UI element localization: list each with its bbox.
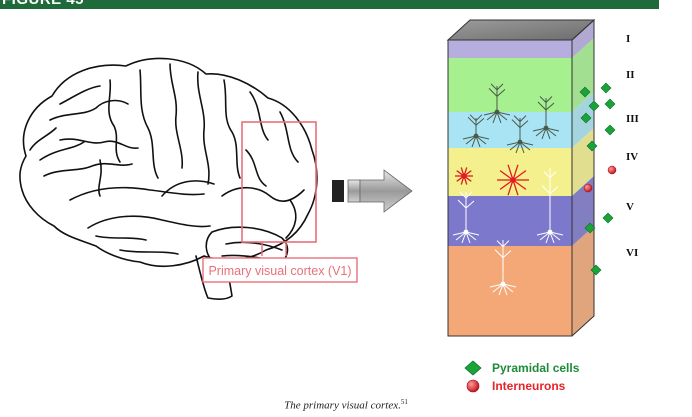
caption-reference: 51	[400, 398, 408, 406]
layer-I-front	[448, 40, 572, 58]
neuron-sketch	[483, 83, 511, 124]
legend-interneuron-label: Interneurons	[492, 379, 566, 393]
interneuron-icon	[466, 379, 480, 393]
figure-title: FIGURE 45	[2, 0, 84, 8]
brain-temporal-fissure	[69, 186, 205, 201]
neuron-sketch	[506, 115, 534, 154]
pyramidal-cell-marker	[600, 82, 612, 94]
pyramidal-cell-marker	[604, 98, 616, 110]
v1-callout-bracket	[261, 242, 287, 256]
layer-label-IV: IV	[626, 151, 638, 163]
layer-label-III: III	[626, 113, 639, 125]
layer-II-front	[448, 58, 572, 112]
interneuron-marker	[607, 165, 617, 175]
arrow-icon	[332, 169, 413, 213]
interneuron-sketch	[497, 164, 529, 196]
layer-label-II: II	[626, 69, 635, 81]
cortical-column	[446, 18, 617, 337]
interneuron-marker	[583, 183, 593, 193]
pyramidal-cell-marker	[588, 100, 600, 112]
v1-label-box	[202, 257, 358, 283]
neuron-sketch	[462, 114, 490, 148]
pyramidal-cell-marker	[586, 140, 598, 152]
figure-caption: The primary visual cortex.51	[0, 398, 692, 412]
interneuron-sketch	[455, 167, 473, 185]
layer-I-side	[572, 20, 594, 58]
layer-label-VI: VI	[626, 247, 638, 259]
caption-text: The primary visual cortex.	[284, 399, 401, 412]
column-top	[446, 19, 596, 41]
pyramidal-cell-marker	[604, 124, 616, 136]
v1-label: Primary visual cortex (V1)	[208, 264, 351, 278]
brain-illustration	[19, 57, 318, 301]
column-side-outline	[571, 18, 595, 337]
layer-label-V: V	[626, 201, 634, 213]
pyramidal-cell-marker	[590, 264, 602, 276]
layer-VI-front	[448, 246, 572, 336]
pyramidal-cell-marker	[579, 86, 591, 98]
column-front-outline	[447, 39, 573, 337]
pyramidal-cell-icon	[464, 360, 482, 376]
legend: Pyramidal cells Interneurons	[464, 360, 580, 393]
figure-header-bar: FIGURE 45	[0, 0, 659, 9]
layer-V-front	[448, 196, 572, 246]
neuron-sketch	[452, 191, 480, 244]
brain-outline	[19, 57, 318, 268]
pyramidal-cell-marker	[584, 222, 596, 234]
neuron-sketch	[532, 96, 560, 140]
v1-highlight-box	[241, 121, 317, 243]
neuron-sketch	[489, 240, 517, 296]
layer-VI-side	[572, 226, 594, 336]
pyramidal-cell-marker	[580, 112, 592, 124]
neuron-sketch	[536, 168, 564, 244]
layer-label-I: I	[626, 33, 630, 45]
legend-pyramidal-label: Pyramidal cells	[492, 361, 580, 375]
pyramidal-cell-marker	[602, 212, 614, 224]
